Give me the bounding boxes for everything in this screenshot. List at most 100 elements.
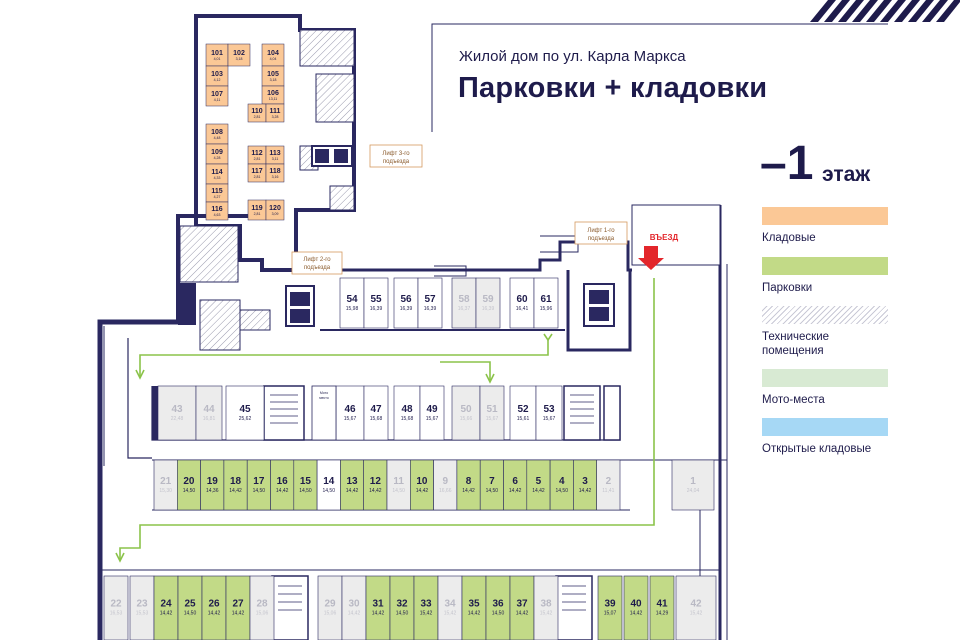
parking-space[interactable]: 814,42 <box>456 459 481 511</box>
storage-unit-area: 4,28 <box>214 156 221 160</box>
parking-space[interactable]: 614,42 <box>503 459 528 511</box>
parking-space-area: 14,36 <box>206 488 219 494</box>
storage-unit-area: 3,28 <box>272 115 279 119</box>
storage-unit-area: 4,04 <box>270 57 277 61</box>
parking-space-area: 15,67 <box>344 416 357 422</box>
parking-space-number: 22 <box>110 599 122 610</box>
parking-space-cell <box>225 575 251 640</box>
parking-space[interactable]: 916,66 <box>433 459 458 511</box>
parking-space-cell <box>417 277 443 329</box>
parking-space-cell <box>596 459 621 511</box>
parking-space-number: 42 <box>690 599 702 610</box>
parking-space[interactable]: 714,50 <box>479 459 504 511</box>
parking-space[interactable]: 514,42 <box>526 459 551 511</box>
parking-space-number: 4 <box>559 476 565 487</box>
parking-space-cell <box>339 277 365 329</box>
parking-space[interactable]: 211,41 <box>596 459 621 511</box>
parking-space-cell <box>461 575 487 640</box>
parking-space[interactable]: 414,50 <box>549 459 574 511</box>
parking-space-cell <box>451 385 481 441</box>
moto-place[interactable]: Мото место <box>311 385 337 441</box>
stair-bottom-left <box>271 575 309 640</box>
storage-unit-number: 116 <box>211 206 222 213</box>
storage-unit-area: 2,81 <box>254 115 261 119</box>
parking-space[interactable]: 124,04 <box>671 459 715 511</box>
parking-space[interactable]: 314,42 <box>573 459 598 511</box>
parking-space-cell <box>475 277 501 329</box>
